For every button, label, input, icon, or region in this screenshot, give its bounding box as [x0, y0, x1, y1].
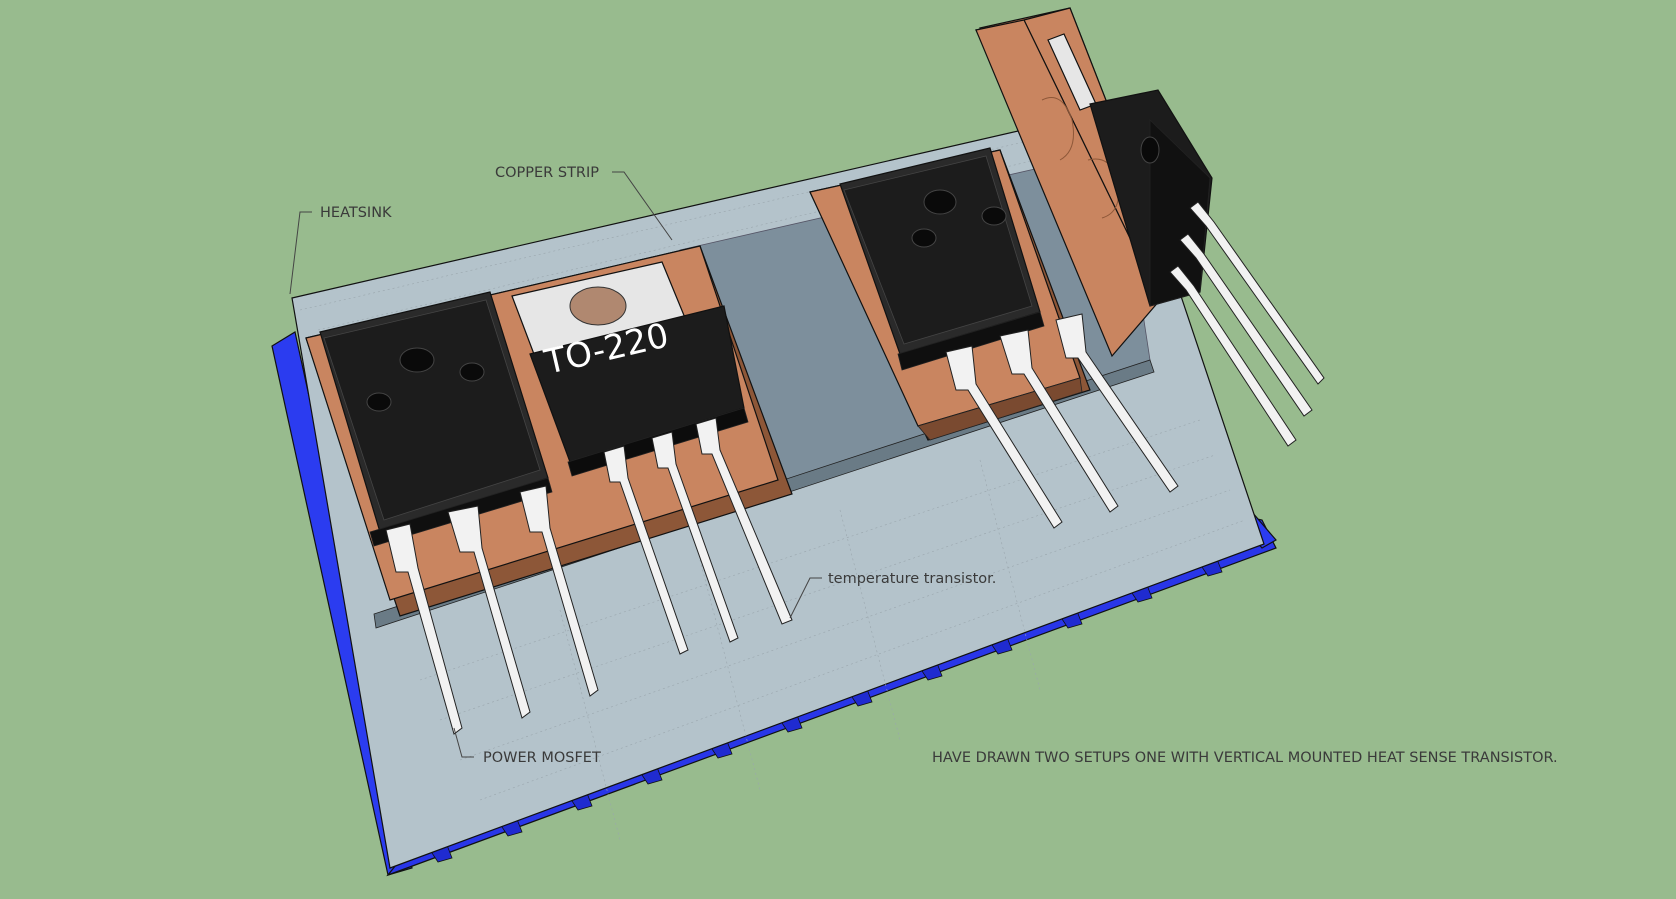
vertical-to220-hole: [1140, 136, 1160, 164]
mosfet-leads-right: [945, 313, 1179, 529]
power-mosfet-label: POWER MOSFET: [483, 750, 601, 766]
power-mosfet-right: [839, 147, 1179, 529]
mosfet-leads: [385, 485, 599, 735]
mounting-hole: [923, 189, 957, 215]
setup-note: HAVE DRAWN TWO SETUPS ONE WITH VERTICAL …: [932, 750, 1558, 766]
annotations: HEATSINK COPPER STRIP temperature transi…: [289, 165, 1558, 766]
heatsink-leader: [289, 211, 312, 295]
mounting-hole: [459, 362, 485, 382]
temperature-transistor-label: temperature transistor.: [828, 571, 996, 587]
to220-leads: [603, 417, 793, 655]
power-mosfet-leader: [453, 727, 474, 758]
mounting-hole: [911, 228, 937, 248]
mounting-hole: [399, 347, 435, 373]
mounting-hole: [366, 392, 392, 412]
vertical-to220-leads: [1169, 201, 1325, 447]
mounting-hole: [981, 206, 1007, 226]
copper-strip-leader: [612, 171, 673, 241]
to220-hole: [569, 286, 627, 326]
copper-strip-label: COPPER STRIP: [495, 165, 599, 181]
vertical-to220-transistor: [1047, 33, 1325, 447]
power-mosfet-left: [319, 291, 599, 735]
heatsink-label: HEATSINK: [320, 205, 392, 221]
temperature-transistor-leader: [789, 577, 822, 619]
to220-temperature-transistor: TO-220: [511, 261, 793, 655]
